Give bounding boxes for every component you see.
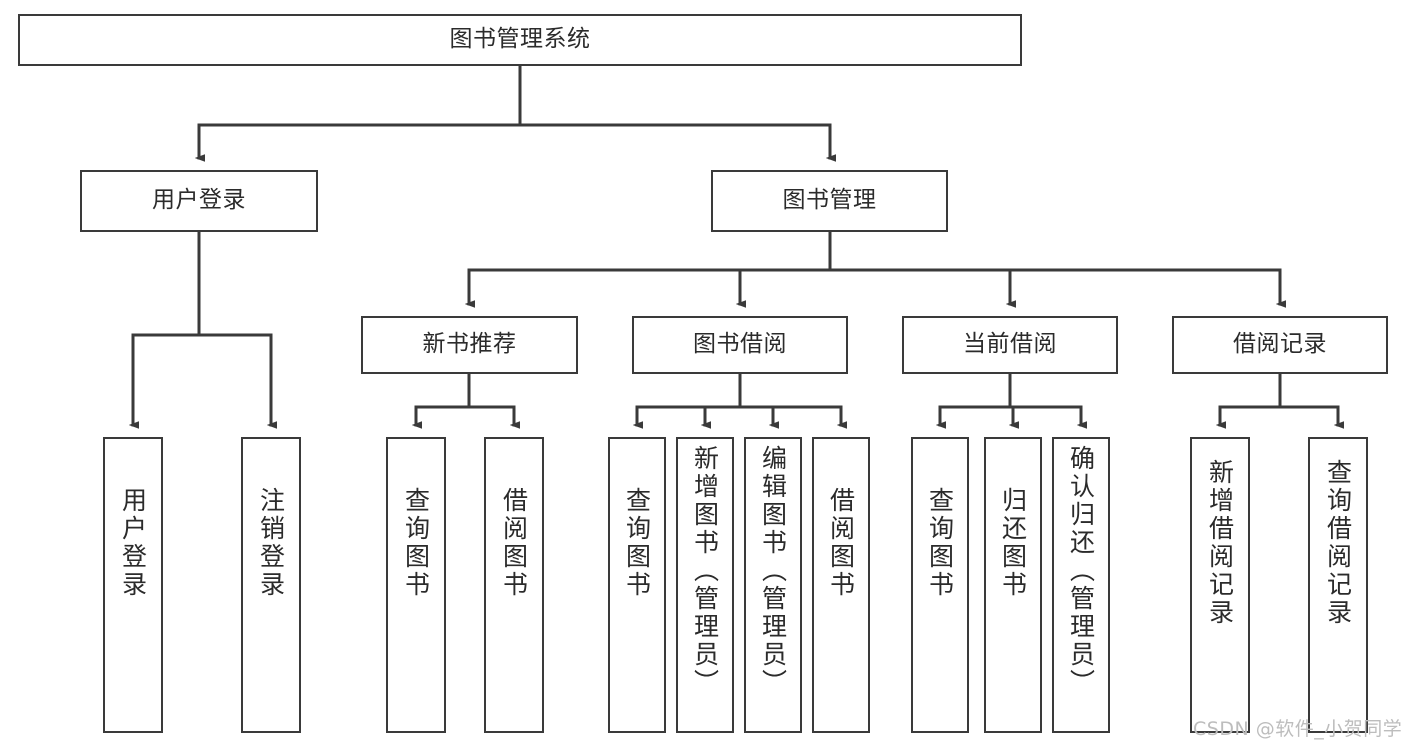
node-label: 借阅记录 xyxy=(1233,331,1327,358)
node-book-borrow[interactable]: 图书借阅 xyxy=(632,316,848,374)
node-root-system[interactable]: 图书管理系统 xyxy=(18,14,1022,66)
node-label: 确认归还（管理员） xyxy=(1066,445,1096,697)
node-label: 注销登录 xyxy=(256,487,286,599)
node-label: 新书推荐 xyxy=(422,331,517,358)
node-leaf-borrow-query-book[interactable]: 查询图书 xyxy=(608,437,666,733)
node-leaf-record-query-record[interactable]: 查询借阅记录 xyxy=(1308,437,1368,733)
node-user-login[interactable]: 用户登录 xyxy=(80,170,318,232)
node-leaf-borrow-add-book[interactable]: 新增图书（管理员） xyxy=(676,437,734,733)
node-leaf-borrow-borrow-book[interactable]: 借阅图书 xyxy=(812,437,870,733)
node-leaf-user-logout[interactable]: 注销登录 xyxy=(241,437,301,733)
node-label: 图书管理系统 xyxy=(449,26,591,53)
node-leaf-current-confirm-return[interactable]: 确认归还（管理员） xyxy=(1052,437,1110,733)
node-borrow-record[interactable]: 借阅记录 xyxy=(1172,316,1388,374)
node-label: 编辑图书（管理员） xyxy=(758,445,788,697)
node-leaf-borrow-edit-book[interactable]: 编辑图书（管理员） xyxy=(744,437,802,733)
node-label: 新增借阅记录 xyxy=(1205,459,1235,627)
node-book-manage[interactable]: 图书管理 xyxy=(711,170,948,232)
node-label: 查询图书 xyxy=(622,487,652,599)
node-label: 用户登录 xyxy=(118,487,148,599)
node-label: 查询借阅记录 xyxy=(1323,459,1353,627)
node-leaf-recommend-borrow-book[interactable]: 借阅图书 xyxy=(484,437,544,733)
node-label: 用户登录 xyxy=(152,187,246,214)
node-new-book-recommend[interactable]: 新书推荐 xyxy=(361,316,578,374)
node-label: 借阅图书 xyxy=(499,487,529,599)
node-label: 查询图书 xyxy=(401,487,431,599)
node-label: 归还图书 xyxy=(998,487,1028,599)
node-label: 图书管理 xyxy=(782,187,877,214)
node-label: 当前借阅 xyxy=(963,331,1057,358)
node-label: 借阅图书 xyxy=(826,487,856,599)
node-label: 新增图书（管理员） xyxy=(690,445,720,697)
node-label: 图书借阅 xyxy=(693,331,787,358)
node-leaf-current-query-book[interactable]: 查询图书 xyxy=(911,437,969,733)
node-label: 查询图书 xyxy=(925,487,955,599)
node-leaf-user-login[interactable]: 用户登录 xyxy=(103,437,163,733)
node-leaf-current-return-book[interactable]: 归还图书 xyxy=(984,437,1042,733)
node-leaf-recommend-query-book[interactable]: 查询图书 xyxy=(386,437,446,733)
node-current-borrow[interactable]: 当前借阅 xyxy=(902,316,1118,374)
node-leaf-record-add-record[interactable]: 新增借阅记录 xyxy=(1190,437,1250,733)
